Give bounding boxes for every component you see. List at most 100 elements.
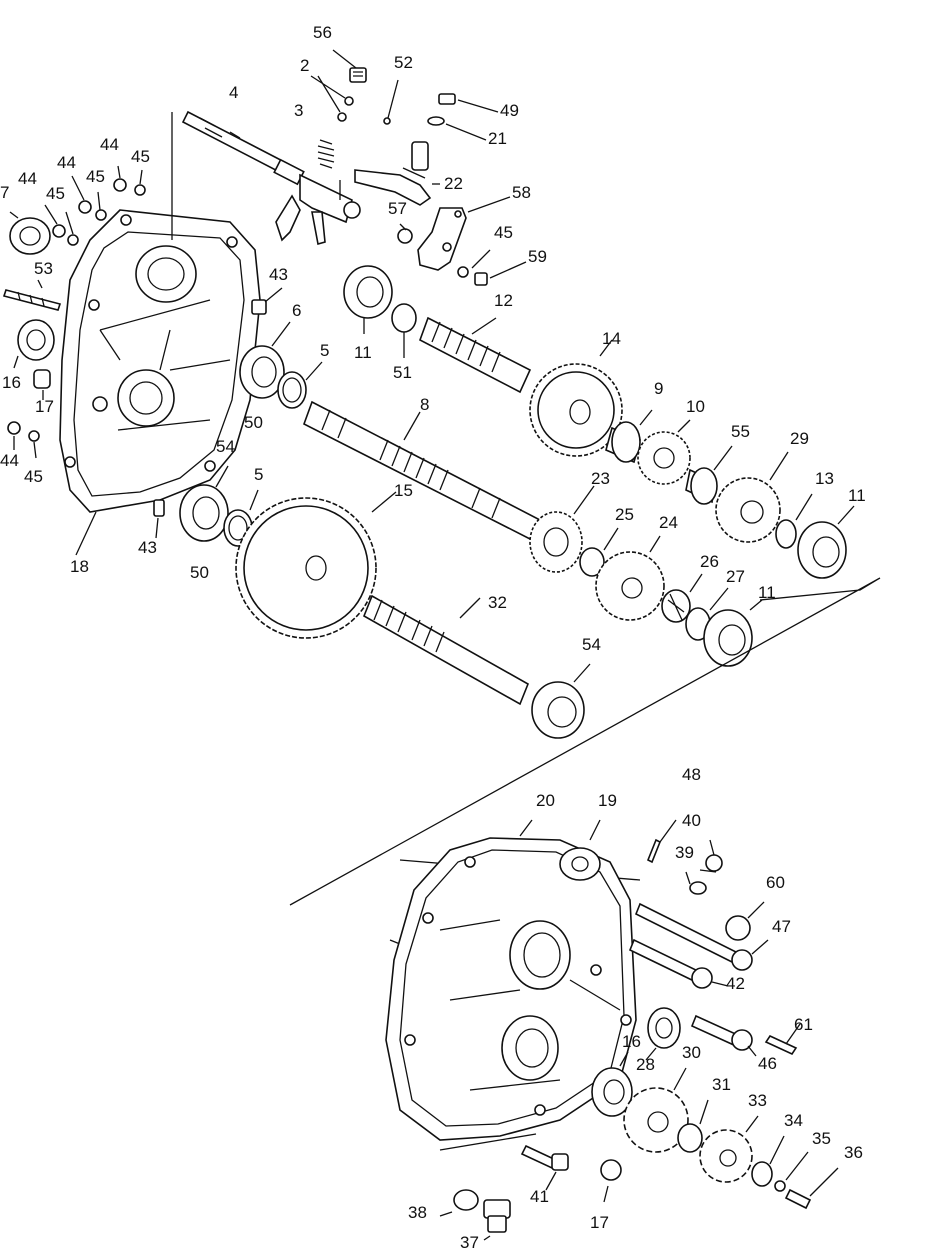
callout-label-26: 26 <box>700 552 719 571</box>
left-case-hardware <box>2 165 283 539</box>
shift-shaft-4 <box>181 110 305 186</box>
callout-label-45e: 45 <box>24 467 43 486</box>
callout-label-19: 19 <box>598 791 617 810</box>
callout-label-58: 58 <box>512 183 531 202</box>
callout-label-7: 7 <box>0 183 9 202</box>
gear-29 <box>715 451 789 543</box>
balls-2 <box>310 75 354 122</box>
callout-label-42: 42 <box>726 974 745 993</box>
ring-51 <box>391 303 417 358</box>
callout-label-3: 3 <box>294 101 303 120</box>
pin-52 <box>383 79 399 125</box>
collar-9 <box>605 409 653 464</box>
shift-lever-22 <box>354 141 440 206</box>
callout-label-50a: 50 <box>244 413 263 432</box>
callout-labels: 5 6 2 52 49 43 21 22 58 57 45 5 9 44 45 44 45 7 44 45 53 43 61… <box>0 23 866 1252</box>
key-49 <box>438 93 499 113</box>
callout-label-48: 48 <box>682 765 701 784</box>
callout-label-45a: 45 <box>494 223 513 242</box>
callout-label-21: 21 <box>488 129 507 148</box>
callout-label-5b: 5 <box>254 465 263 484</box>
callout-label-31: 31 <box>712 1075 731 1094</box>
callout-label-36: 36 <box>844 1143 863 1162</box>
callout-label-55: 55 <box>731 422 750 441</box>
callout-label-6: 6 <box>292 301 301 320</box>
washer-38-plug-37 <box>439 1189 511 1241</box>
sprocket-33 <box>699 1115 759 1183</box>
callout-label-57: 57 <box>388 199 407 218</box>
callout-label-17a: 17 <box>35 397 54 416</box>
callout-label-22: 22 <box>444 174 463 193</box>
callout-label-52: 52 <box>394 53 413 72</box>
callout-label-29: 29 <box>790 429 809 448</box>
washer-13 <box>775 493 813 549</box>
callout-label-39: 39 <box>675 843 694 862</box>
callout-label-9: 9 <box>654 379 663 398</box>
gear-23 <box>529 485 595 573</box>
callout-label-28: 28 <box>636 1055 655 1074</box>
callout-label-14: 14 <box>602 329 621 348</box>
callout-label-30: 30 <box>682 1043 701 1062</box>
gear-14 <box>529 339 623 457</box>
callout-label-53: 53 <box>34 259 53 278</box>
right-case-20 <box>385 819 637 1141</box>
spring-3 <box>317 139 335 169</box>
bearing-11b <box>797 505 855 579</box>
callout-label-47: 47 <box>772 917 791 936</box>
bearing-11a <box>343 265 393 334</box>
sprocket-30 <box>623 1067 689 1153</box>
callout-label-43a: 43 <box>269 265 288 284</box>
callout-label-23: 23 <box>591 469 610 488</box>
needle-bearing-26 <box>661 573 703 623</box>
callout-label-11a: 11 <box>354 343 372 362</box>
callout-label-12: 12 <box>494 291 513 310</box>
washer-34-35-bolt-36 <box>751 1135 839 1210</box>
callout-label-60: 60 <box>766 873 785 892</box>
callout-label-35: 35 <box>812 1129 831 1148</box>
callout-label-45c: 45 <box>86 167 105 186</box>
callout-label-15: 15 <box>394 481 413 500</box>
callout-label-32: 32 <box>488 593 507 612</box>
callout-label-43b: 43 <box>138 538 157 557</box>
callout-label-27: 27 <box>726 567 745 586</box>
bearing-6 <box>239 321 291 399</box>
ring-25 <box>579 527 619 577</box>
callout-label-44c: 44 <box>18 169 37 188</box>
callout-label-45d: 45 <box>46 184 65 203</box>
callout-label-40: 40 <box>682 811 701 830</box>
callout-label-46: 46 <box>758 1054 777 1073</box>
callout-label-10: 10 <box>686 397 705 416</box>
callout-label-44a: 44 <box>100 135 119 154</box>
gear-15 <box>235 491 397 639</box>
callout-label-38: 38 <box>408 1203 427 1222</box>
collar-55 <box>685 445 733 505</box>
callout-label-45b: 45 <box>131 147 150 166</box>
callout-label-11c: 11 <box>758 583 776 602</box>
shaft-32 <box>362 594 530 706</box>
washer-5a <box>277 361 323 409</box>
bearing-54a <box>179 465 229 542</box>
callout-label-5a: 5 <box>320 341 329 360</box>
washer-45-nut-59 <box>457 249 527 286</box>
callout-label-34: 34 <box>784 1111 803 1130</box>
callout-label-11b: 11 <box>848 486 866 505</box>
callout-label-54a: 54 <box>216 437 235 456</box>
ring-31 <box>677 1099 709 1153</box>
callout-label-61: 61 <box>794 1015 813 1034</box>
callout-label-2: 2 <box>300 56 309 75</box>
bearing-54b <box>531 663 591 739</box>
shift-fork <box>275 173 361 246</box>
shaft-12 <box>419 316 532 394</box>
gear-24 <box>595 535 665 621</box>
callout-label-44d: 44 <box>0 451 19 470</box>
callout-label-49: 49 <box>500 101 519 120</box>
callout-label-13: 13 <box>815 469 834 488</box>
callout-label-8: 8 <box>420 395 429 414</box>
callout-label-44b: 44 <box>57 153 76 172</box>
collar-17b <box>600 1159 622 1203</box>
callout-label-18: 18 <box>70 557 89 576</box>
clip-57 <box>397 223 413 244</box>
callout-label-41: 41 <box>530 1187 549 1206</box>
plate-58 <box>417 196 511 271</box>
